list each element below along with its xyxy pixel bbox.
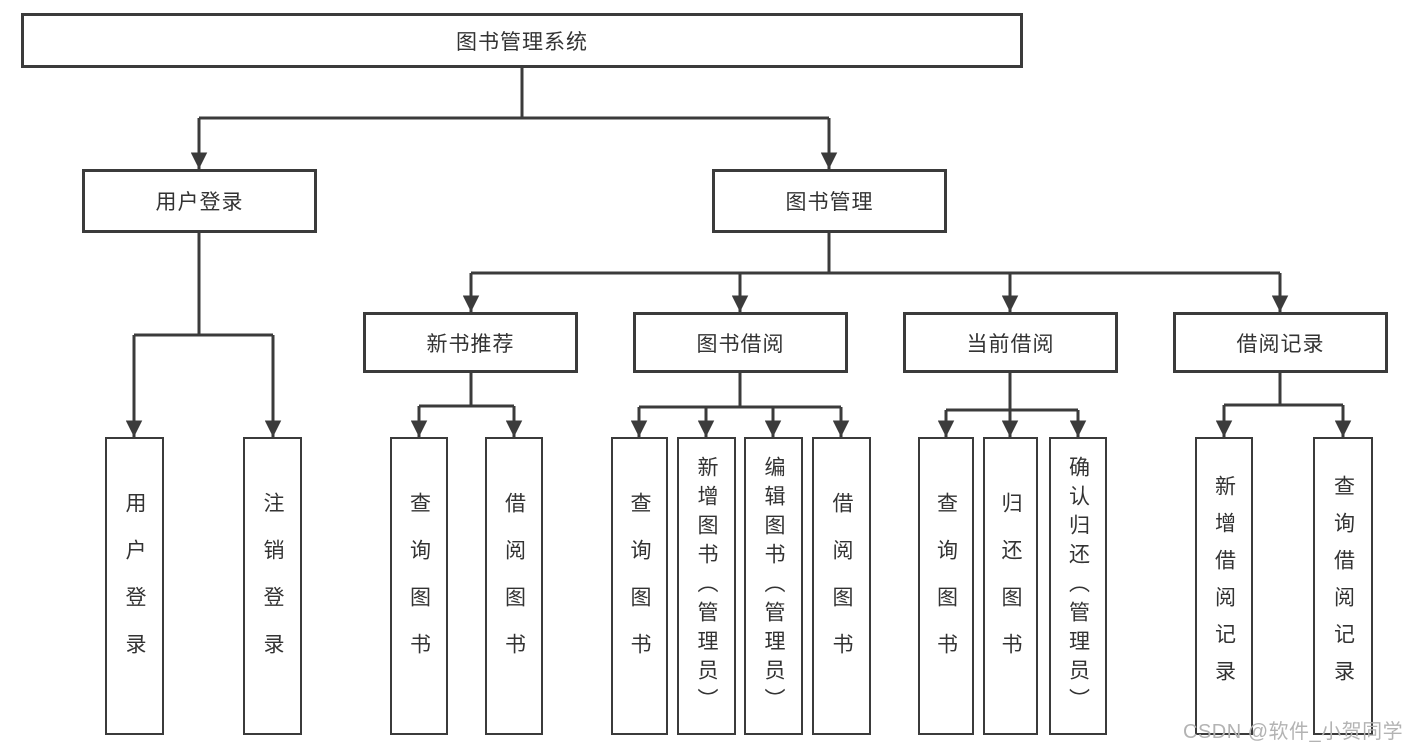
connector-root-to-level2: [190, 68, 838, 169]
node-book-borrow: 图书借阅: [633, 312, 848, 373]
node-label: 用户登录: [155, 191, 244, 214]
leaf-label: 归还图书: [999, 492, 1023, 680]
node-user-login: 用户登录: [82, 169, 317, 233]
leaf-label: 查询图书: [934, 492, 958, 680]
leaf-label: 新增图书（管理员）: [695, 455, 719, 717]
connector-book-management-to-level3: [462, 233, 1289, 312]
node-library-management-system: 图书管理系统: [21, 13, 1023, 68]
leaf-label: 查询图书: [628, 492, 652, 680]
leaf-add-books-admin: 新增图书（管理员）: [677, 437, 736, 735]
leaf-return-books: 归还图书: [983, 437, 1038, 735]
leaf-label: 新增借阅记录: [1212, 475, 1236, 697]
leaf-borrow-books-2: 借阅图书: [812, 437, 871, 735]
node-book-management: 图书管理: [712, 169, 947, 233]
leaf-logout: 注销登录: [243, 437, 302, 735]
connector-new-book-recommend-to-leaves: [410, 373, 523, 437]
leaf-add-borrow-record: 新增借阅记录: [1195, 437, 1253, 735]
leaf-label: 查询借阅记录: [1331, 475, 1355, 697]
node-label: 图书管理: [785, 191, 874, 214]
connector-borrow-records-to-leaves: [1215, 373, 1352, 437]
leaf-query-books-1: 查询图书: [390, 437, 448, 735]
leaf-query-books-3: 查询图书: [918, 437, 974, 735]
leaf-label: 用户登录: [123, 492, 147, 680]
node-label: 当前借阅: [966, 332, 1055, 356]
connector-book-borrow-to-leaves: [630, 373, 850, 437]
watermark: CSDN @软件_小贺同学: [1183, 721, 1404, 743]
leaf-label: 确认归还（管理员）: [1066, 455, 1090, 717]
node-label: 图书管理系统: [456, 30, 588, 54]
node-borrow-records: 借阅记录: [1173, 312, 1388, 373]
node-current-borrow: 当前借阅: [903, 312, 1118, 373]
connector-current-borrow-to-leaves: [937, 373, 1087, 437]
leaf-user-login: 用户登录: [105, 437, 164, 735]
connector-user-login-to-leaves: [125, 233, 282, 437]
leaf-query-borrow-record: 查询借阅记录: [1313, 437, 1373, 735]
leaf-label: 注销登录: [261, 492, 285, 680]
leaf-label: 编辑图书（管理员）: [762, 455, 786, 717]
leaf-label: 借阅图书: [830, 492, 854, 680]
leaf-edit-books-admin: 编辑图书（管理员）: [744, 437, 803, 735]
leaf-confirm-return-admin: 确认归还（管理员）: [1049, 437, 1107, 735]
node-label: 图书借阅: [696, 332, 785, 356]
leaf-label: 查询图书: [407, 492, 431, 680]
node-label: 借阅记录: [1236, 332, 1325, 356]
leaf-borrow-books-1: 借阅图书: [485, 437, 543, 735]
leaf-query-books-2: 查询图书: [611, 437, 668, 735]
node-new-book-recommend: 新书推荐: [363, 312, 578, 373]
node-label: 新书推荐: [426, 332, 515, 356]
leaf-label: 借阅图书: [502, 492, 526, 680]
